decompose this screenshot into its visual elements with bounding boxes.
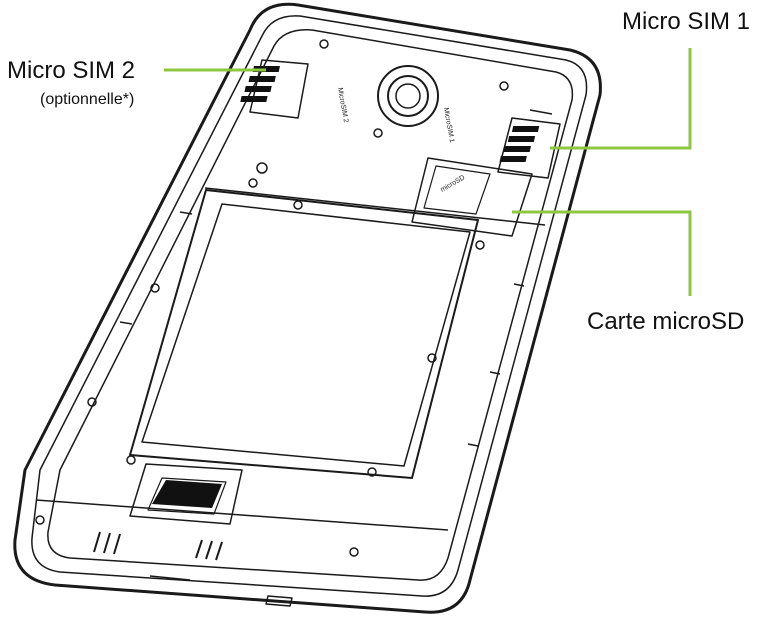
sim1-slot-marking: MicroSIM 1 <box>442 107 455 143</box>
phone-body <box>13 2 602 614</box>
sim1-slot <box>497 117 561 179</box>
microsd-slot-inner <box>423 165 491 215</box>
screws <box>35 39 509 557</box>
usb-port <box>149 575 191 581</box>
side-tabs <box>119 109 553 447</box>
label-sim2-note: (optionnelle*) <box>40 91 135 108</box>
camera-ring-outer <box>377 65 439 127</box>
bottom-connector-fill <box>152 480 222 508</box>
leader-line-microsd <box>512 210 692 296</box>
sd-slot-marking: microSD <box>440 174 467 193</box>
camera-ring-inner <box>387 75 429 117</box>
speaker-grill-left <box>93 531 121 555</box>
battery-compartment-outer <box>129 189 479 479</box>
sim2-slot <box>249 59 309 119</box>
label-sim1: Micro SIM 1 <box>622 8 751 35</box>
sim1-contacts <box>499 126 540 162</box>
upper-divider <box>204 187 546 226</box>
bottom-lip <box>35 499 449 531</box>
bottom-connector-inner <box>147 477 227 515</box>
phone-outer-shell <box>13 2 602 614</box>
leader-lines <box>164 48 692 296</box>
leader-line-sim1 <box>550 48 692 150</box>
battery-compartment-inner <box>141 203 471 467</box>
phone-inner-rim <box>31 15 588 597</box>
camera-lens <box>395 83 421 109</box>
phone-inner-frame <box>47 29 574 581</box>
bottom-notch <box>265 595 293 607</box>
microsd-slot-outer <box>411 157 533 237</box>
label-sim2: Micro SIM 2 <box>7 57 136 84</box>
bottom-connector-outer <box>129 463 243 525</box>
label-microsd: Carte microSD <box>587 308 745 335</box>
speaker-grill-right <box>195 539 223 561</box>
sim2-slot-marking: MicroSIM 2 <box>336 87 349 123</box>
